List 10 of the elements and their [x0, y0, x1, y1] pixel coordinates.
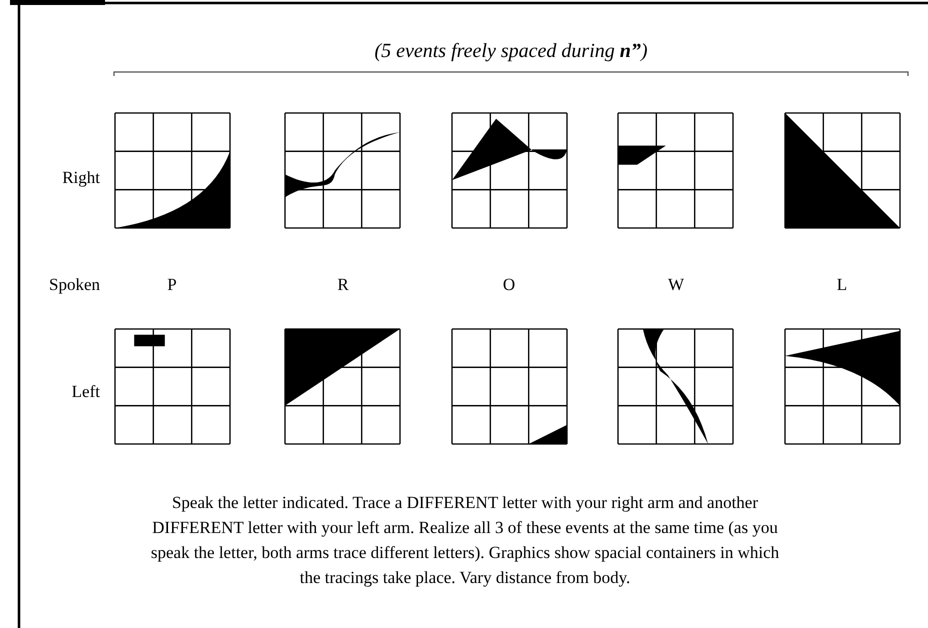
instruction-paragraph: Speak the letter indicated. Trace a DIFFERENT letter with your right arm and another DIFFERENT letter with your left arm. Realize all 3 of these events at the same time (as you speak the letter, both arms trace different letters). Graphics show spacial containers in which the tracings take place. Vary distance from body. [150, 492, 780, 589]
heading-text: (5 events freely spaced during n”) [374, 40, 648, 63]
letter-label: P [167, 275, 177, 295]
row-label: Right [62, 168, 100, 188]
letter-label: O [502, 275, 516, 295]
row-label: Spoken [49, 275, 100, 295]
letter-label: W [668, 275, 684, 295]
letter-label: L [836, 275, 848, 295]
letter-label: R [337, 275, 349, 295]
row-label: Left [72, 382, 100, 402]
